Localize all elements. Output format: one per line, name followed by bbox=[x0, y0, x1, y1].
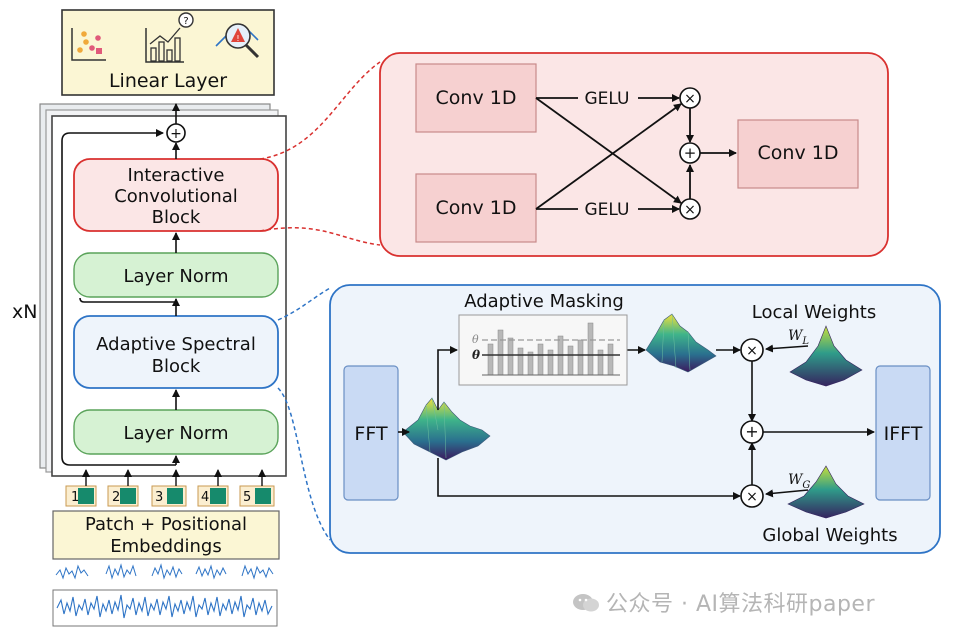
patch-token: 1 bbox=[65, 469, 97, 507]
local-weights-surface bbox=[789, 325, 863, 387]
icb-label-line3: Block bbox=[152, 207, 201, 228]
patch-number: 4 bbox=[201, 490, 209, 505]
gelu-bottom-label: GELU bbox=[585, 200, 630, 220]
linear-layer-block: ? ! Linear Layer bbox=[61, 9, 275, 96]
embeddings-line1: Patch + Positional bbox=[85, 514, 247, 535]
patch-tokens: 1 2 3 4 5 bbox=[65, 469, 275, 507]
spectrum-surface-plot bbox=[402, 397, 491, 461]
multiply-symbol: × bbox=[746, 489, 758, 505]
conv1d-out-label: Conv 1D bbox=[758, 142, 839, 164]
w-g-symbol: WG bbox=[788, 472, 810, 491]
fft-label: FFT bbox=[354, 423, 388, 445]
icb-label-line1: Interactive bbox=[128, 165, 225, 186]
full-time-series bbox=[56, 594, 273, 619]
adaptive-masking-bars: θ θ bbox=[458, 314, 628, 386]
global-weights-surface bbox=[787, 465, 865, 519]
conv1d-bottom-label: Conv 1D bbox=[436, 197, 517, 219]
multiply-node-global bbox=[740, 484, 764, 508]
patch-number: 2 bbox=[112, 490, 120, 505]
scatter-chart-icon bbox=[71, 28, 106, 61]
repeat-count-label: xN bbox=[12, 301, 37, 323]
theta-label: θ bbox=[472, 348, 480, 362]
patch-token: 2 bbox=[107, 469, 139, 507]
patch-token: 4 bbox=[197, 469, 229, 507]
multiply-symbol: × bbox=[746, 343, 758, 359]
global-weights-label: Global Weights bbox=[762, 525, 897, 546]
svg-text:!: ! bbox=[236, 34, 239, 43]
icb-detail-panel: Conv 1D Conv 1D Conv 1D GELU GELU × + × bbox=[379, 52, 889, 257]
multiply-symbol: × bbox=[684, 202, 696, 218]
patch-number: 3 bbox=[155, 490, 163, 505]
linear-layer-label: Linear Layer bbox=[109, 70, 227, 92]
watermark: 公众号 · AI算法科研paper bbox=[572, 586, 875, 618]
add-symbol: + bbox=[684, 144, 697, 162]
svg-text:?: ? bbox=[183, 16, 188, 27]
adaptive-spectral-block: Adaptive Spectral Block bbox=[73, 315, 279, 389]
patch-positional-embeddings: Patch + Positional Embeddings bbox=[52, 510, 280, 560]
asb-label-line1: Adaptive Spectral bbox=[96, 334, 256, 355]
zoom-connectors bbox=[259, 61, 381, 541]
asb-label-line2: Block bbox=[152, 356, 201, 377]
patch-number: 1 bbox=[71, 490, 79, 505]
add-node bbox=[679, 142, 701, 164]
layer-norm-bottom: Layer Norm bbox=[73, 409, 279, 455]
gelu-top-label: GELU bbox=[585, 89, 630, 109]
multiply-node-local bbox=[740, 338, 764, 362]
conv1d-top-label: Conv 1D bbox=[436, 87, 517, 109]
local-weights-label: Local Weights bbox=[752, 302, 876, 323]
masked-spectrum-surface bbox=[645, 313, 717, 373]
svg-text:+: + bbox=[170, 126, 182, 142]
ifft-label: IFFT bbox=[884, 423, 923, 445]
adaptive-masking-label: Adaptive Masking bbox=[464, 291, 624, 312]
layer-norm-bottom-label: Layer Norm bbox=[123, 423, 228, 444]
multiply-symbol: × bbox=[684, 91, 696, 107]
bar-chart-question-icon: ? bbox=[145, 12, 194, 63]
add-node-asb bbox=[740, 420, 764, 444]
add-symbol: + bbox=[745, 422, 758, 441]
watermark-text: 公众号 · AI算法科研paper bbox=[606, 592, 876, 617]
wechat-icon bbox=[573, 594, 599, 612]
embeddings-line2: Embeddings bbox=[110, 536, 221, 557]
patch-number: 5 bbox=[243, 490, 251, 505]
multiply-node-top bbox=[679, 87, 701, 109]
multiply-node-bottom bbox=[679, 198, 701, 220]
layer-norm-top-label: Layer Norm bbox=[123, 266, 228, 287]
anomaly-magnifier-icon: ! bbox=[215, 23, 260, 59]
patched-time-series bbox=[55, 563, 274, 580]
layer-norm-top: Layer Norm bbox=[73, 252, 279, 298]
residual-connections bbox=[61, 129, 176, 466]
patch-token: 5 bbox=[239, 469, 275, 507]
theta-soft-label: θ bbox=[472, 333, 479, 346]
asb-detail-panel: FFT IFFT Adaptive Masking bbox=[329, 284, 941, 554]
icb-label-line2: Convolutional bbox=[114, 186, 238, 207]
w-l-symbol: WL bbox=[788, 328, 809, 347]
interactive-convolutional-block: Interactive Convolutional Block bbox=[73, 158, 279, 232]
patch-token: 3 bbox=[151, 469, 187, 507]
